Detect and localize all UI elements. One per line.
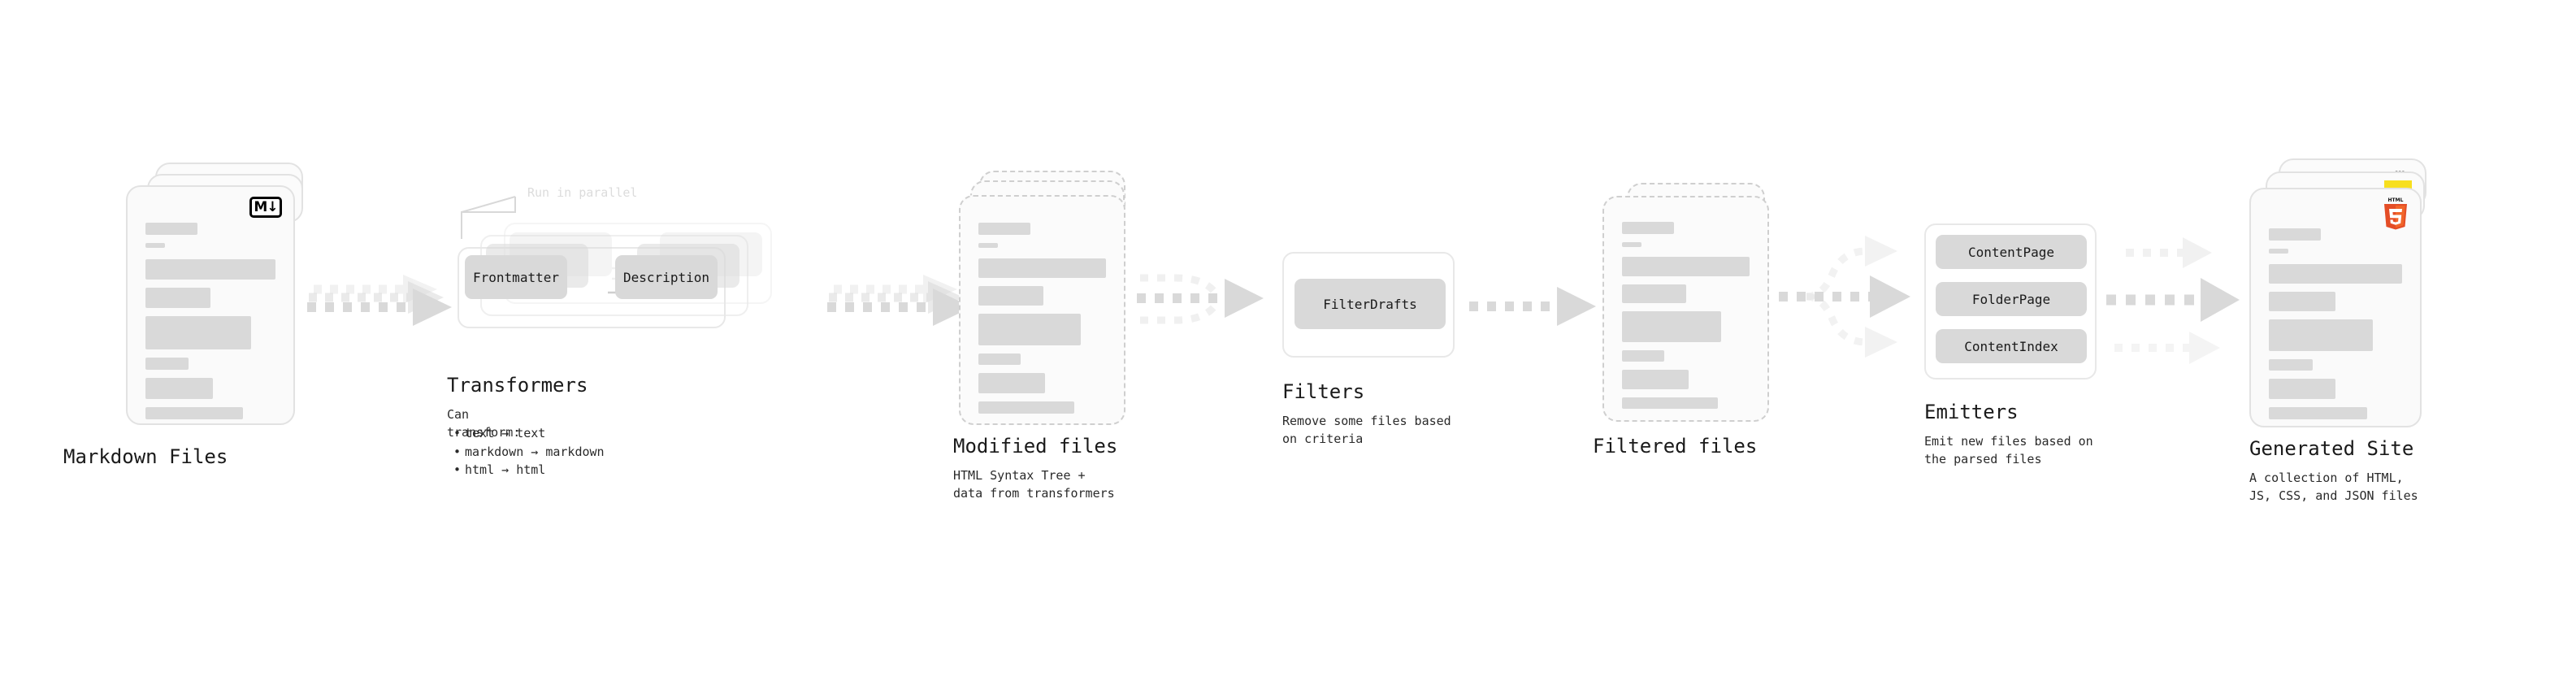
emitter-chip-folderpage-label: FolderPage xyxy=(1971,291,2051,307)
parallel-bracket-icon xyxy=(461,196,516,239)
arrow-transformers-to-modified xyxy=(827,268,978,349)
arrow-filters-to-filtered xyxy=(1469,282,1607,331)
site-card-lines xyxy=(2269,228,2402,419)
markdown-card-stack: M↓ xyxy=(126,163,313,431)
modified-files-title: Modified files xyxy=(953,435,1118,458)
filtered-card-front xyxy=(1602,196,1769,422)
emitter-chip-contentindex[interactable]: ContentIndex xyxy=(1936,329,2087,363)
list-item: html → html xyxy=(452,461,605,479)
emitter-chip-folderpage[interactable]: FolderPage xyxy=(1936,282,2087,316)
list-item: text → text xyxy=(452,424,605,443)
markdown-badge-label: M↓ xyxy=(254,198,278,215)
transformer-chip-description-label: Description xyxy=(623,269,709,285)
emitters-subtitle: Emit new files based on the parsed files xyxy=(1924,434,2093,466)
stage-markdown-files: M↓ Markdown Files xyxy=(63,163,313,468)
generated-site-title: Generated Site xyxy=(2249,437,2414,460)
arrow-emitters-to-site xyxy=(2106,226,2249,372)
modified-files-subtitle: HTML Syntax Tree + data from transformer… xyxy=(953,468,1115,501)
stacked-arrow-icon xyxy=(827,275,972,326)
site-card-front-html: HTML xyxy=(2249,188,2422,427)
site-card-stack: CSS HTML xyxy=(2249,158,2444,435)
stage-generated-site: CSS HTML xyxy=(2249,158,2444,503)
emitters-title: Emitters xyxy=(1924,401,2019,423)
arrow-modified-to-filters xyxy=(1134,258,1280,356)
emitter-chip-contentpage[interactable]: ContentPage xyxy=(1936,235,2087,269)
run-in-parallel-note: Run in parallel xyxy=(527,185,638,200)
filters-subtitle: Remove some files based on criteria xyxy=(1282,414,1451,446)
parallel-three-arrow-icon xyxy=(2106,237,2240,364)
html5-badge: HTML xyxy=(2384,197,2407,230)
transformers-bullet-list: text → text markdown → markdown html → h… xyxy=(452,424,605,479)
merge-arrow-icon xyxy=(1137,274,1264,324)
transformers-title: Transformers xyxy=(447,374,588,397)
filtered-card-stack xyxy=(1602,183,1789,427)
emitter-chip-contentindex-label: ContentIndex xyxy=(1964,338,2058,354)
single-arrow-icon xyxy=(1469,287,1596,326)
generated-site-subtitle: A collection of HTML, JS, CSS, and JSON … xyxy=(2249,471,2418,503)
markdown-card-front: M↓ xyxy=(126,185,295,425)
filtered-card-lines xyxy=(1622,222,1750,409)
filter-chip-filterdrafts-label: FilterDrafts xyxy=(1323,296,1417,312)
modified-card-lines xyxy=(978,223,1106,414)
transformer-chip-frontmatter-label: Frontmatter xyxy=(473,269,559,285)
markdown-files-title: Markdown Files xyxy=(63,445,228,468)
filters-group-box xyxy=(1282,252,1455,358)
markdown-card-lines xyxy=(145,223,275,419)
fan-out-arrow-icon xyxy=(1779,236,1910,358)
stage-modified-files: Modified files HTML Syntax Tree + data f… xyxy=(953,163,1146,501)
filters-title: Filters xyxy=(1282,380,1365,403)
stage-filtered-files: Filtered files xyxy=(1593,183,1789,458)
transformer-chip-description[interactable]: Description xyxy=(615,255,718,299)
arrow-filtered-to-emitters xyxy=(1776,223,1926,370)
arrow-markdown-to-transformers xyxy=(307,268,458,349)
svg-text:HTML: HTML xyxy=(2388,197,2404,203)
stacked-arrow-icon xyxy=(307,275,452,326)
transformer-group-front xyxy=(458,247,726,328)
modified-card-front xyxy=(959,195,1125,425)
transformer-chip-frontmatter[interactable]: Frontmatter xyxy=(465,255,567,299)
list-item: markdown → markdown xyxy=(452,443,605,462)
emitters-group-box xyxy=(1924,223,2097,380)
markdown-badge: M↓ xyxy=(249,197,282,218)
modified-card-stack xyxy=(959,163,1146,431)
emitter-chip-contentpage-label: ContentPage xyxy=(1968,244,2054,260)
filtered-files-title: Filtered files xyxy=(1593,435,1758,458)
filter-chip-filterdrafts[interactable]: FilterDrafts xyxy=(1295,279,1446,329)
